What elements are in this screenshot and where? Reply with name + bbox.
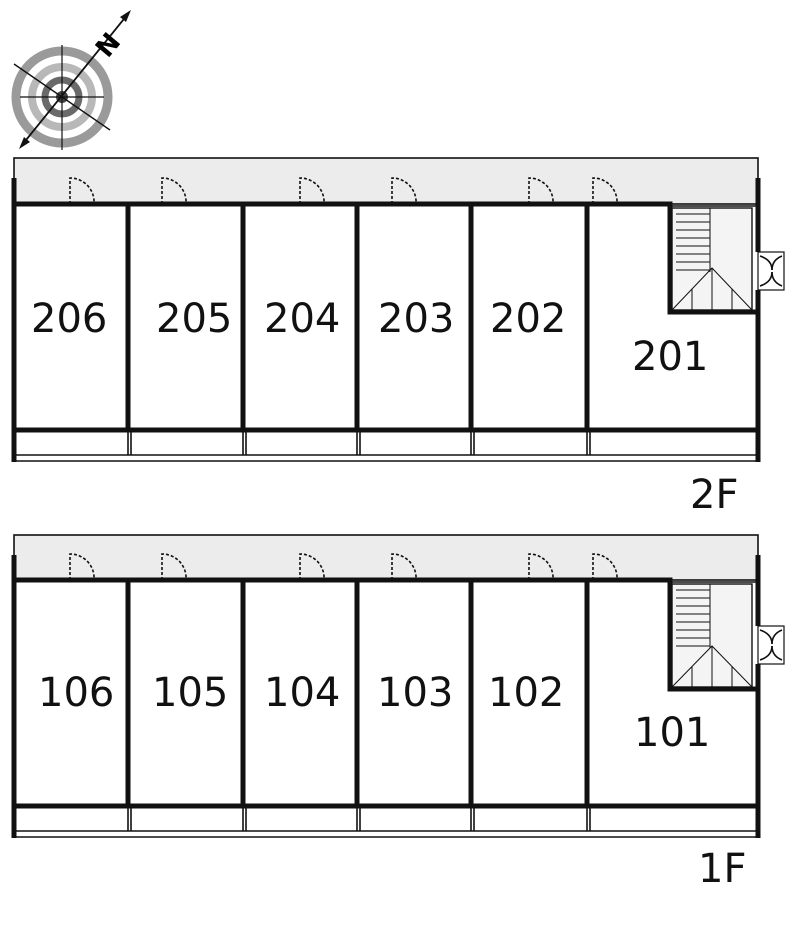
unit-label: 104 — [264, 670, 340, 716]
unit-label: 202 — [490, 296, 566, 342]
compass-north-label: N — [90, 28, 127, 64]
unit-label: 106 — [38, 670, 114, 716]
compass-rose-icon: N — [11, 10, 131, 150]
unit-label: 204 — [264, 296, 340, 342]
unit-label: 203 — [378, 296, 454, 342]
unit-label: 206 — [31, 296, 107, 342]
unit-label: 205 — [156, 296, 232, 342]
unit-label: 102 — [488, 670, 564, 716]
unit-label: 201 — [632, 334, 708, 380]
floor-1f-plan: 106 105 104 103 102 101 1F — [11, 534, 785, 892]
floor-label: 2F — [690, 472, 738, 518]
unit-label: 103 — [377, 670, 453, 716]
floor-label: 1F — [698, 846, 746, 892]
floor-2f-plan: 206 205 204 203 202 201 2F — [11, 157, 785, 518]
unit-label: 105 — [152, 670, 228, 716]
unit-label: 101 — [634, 710, 710, 756]
